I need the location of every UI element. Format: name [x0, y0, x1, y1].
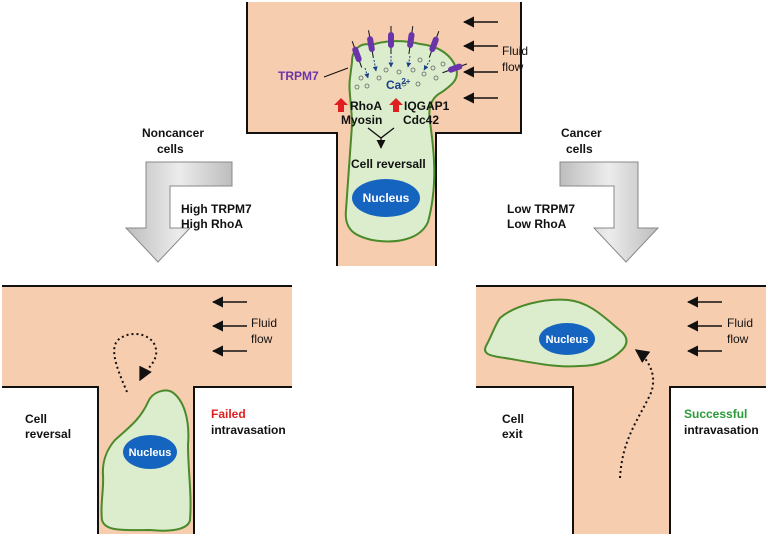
calcium-charge: 2+ [401, 77, 410, 86]
trpm7-channel [388, 26, 394, 54]
nucleus-label: Nucleus [546, 334, 589, 346]
trpm7-channel [367, 30, 375, 58]
flow-label: Fluid [502, 44, 528, 58]
trpm7-channel [351, 41, 363, 68]
fluid-flow-arrows [211, 296, 247, 357]
flow-label: flow [502, 60, 524, 74]
fluid-flow-arrows [462, 16, 498, 104]
branch-title: Cancer [561, 126, 602, 140]
calcium-symbol: Ca [386, 78, 402, 92]
result-text: intravasation [211, 423, 286, 437]
branch-title: cells [157, 142, 184, 156]
left-branch: Noncancer cells High TRPM7 High RhoA [124, 126, 252, 263]
trpm7-channel [407, 26, 415, 54]
nucleus [123, 435, 177, 469]
result-highlight: Failed [211, 407, 246, 421]
branch-title: cells [566, 142, 593, 156]
process-arrow [124, 161, 233, 263]
marker-iqgap1: IQGAP1 [404, 99, 450, 113]
bottom-right-vessel-wall [476, 285, 766, 534]
flow-label: flow [727, 332, 749, 346]
trpm7-pointer [323, 67, 349, 78]
top-vessel-wall [246, 2, 522, 266]
marker-cdc42: Cdc42 [403, 113, 439, 127]
bottom-left-panel: Nucleus Fluid flow Cell reversal Failed … [2, 285, 292, 534]
top-panel: Ca2+ TRPM7 RhoA Myosin IQGAP1 Cdc42 Cell… [246, 2, 528, 266]
nucleus-label: Nucleus [129, 447, 172, 459]
up-arrow-icon [389, 98, 403, 112]
outcome-label: Cell reversall [351, 157, 426, 171]
nucleus [539, 323, 595, 355]
up-arrow-icon [334, 98, 348, 112]
bottom-right-panel: Nucleus Fluid flow Cell exit Successful … [476, 285, 766, 534]
calcium-influx-arrows [364, 55, 431, 79]
trpm7-channels [351, 26, 468, 74]
branch-title: Noncancer [142, 126, 204, 140]
branch-condition: High RhoA [181, 217, 243, 231]
fluid-flow-arrows [686, 296, 722, 357]
nucleus [352, 179, 420, 217]
cell-path-dotted-arrow [113, 332, 158, 393]
calcium-ions [354, 57, 446, 90]
branch-condition: Low RhoA [507, 217, 567, 231]
flow-label: Fluid [727, 316, 753, 330]
trpm7-label: TRPM7 [278, 69, 319, 83]
calcium-label: Ca2+ [386, 77, 411, 92]
side-label: reversal [25, 427, 71, 441]
marker-myosin: Myosin [341, 113, 382, 127]
branch-condition: High TRPM7 [181, 202, 252, 216]
result-text: intravasation [684, 423, 759, 437]
side-label: Cell [502, 412, 524, 426]
right-branch: Cancer cells Low TRPM7 Low RhoA [507, 126, 660, 263]
side-label: exit [502, 427, 523, 441]
process-arrow [559, 161, 660, 263]
branch-condition: Low TRPM7 [507, 202, 575, 216]
result-highlight: Successful [684, 407, 747, 421]
flow-label: flow [251, 332, 273, 346]
flow-label: Fluid [251, 316, 277, 330]
trpm7-channel [442, 63, 468, 74]
side-label: Cell [25, 412, 47, 426]
marker-rhoa: RhoA [350, 99, 382, 113]
bottom-left-vessel-wall [2, 285, 292, 534]
trpm7-channel [428, 31, 440, 58]
converging-connector [367, 127, 395, 148]
nucleus-label: Nucleus [363, 191, 410, 205]
